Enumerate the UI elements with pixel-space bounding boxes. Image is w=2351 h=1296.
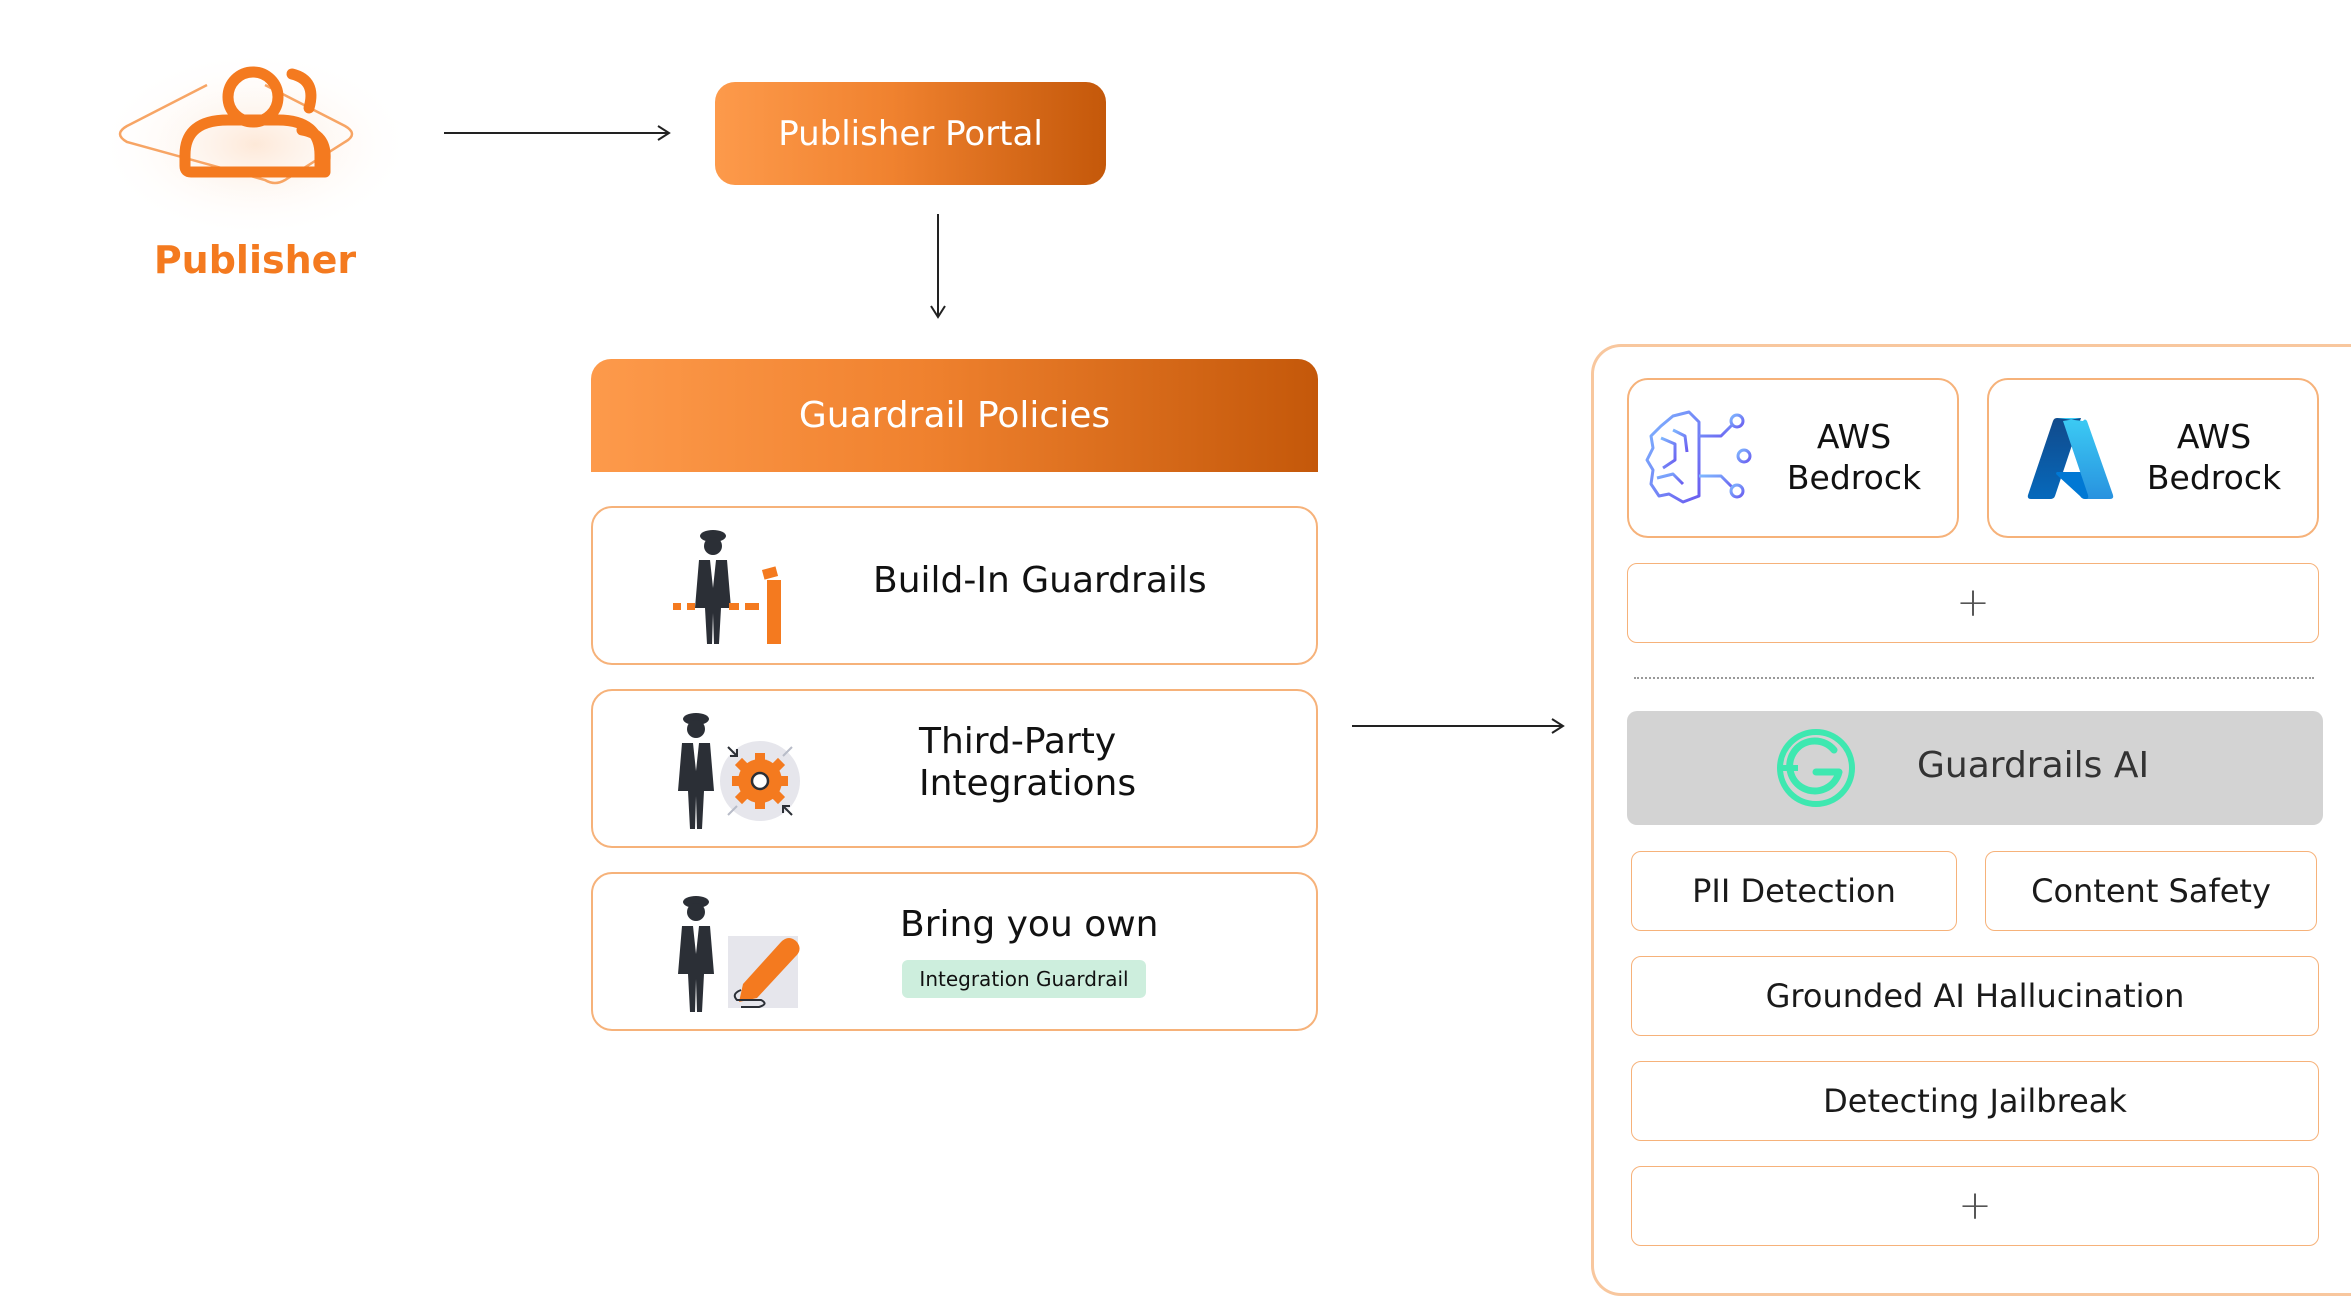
guardrails-ai-logo-icon [1777, 729, 1855, 807]
check-label: Detecting Jailbreak [1823, 1082, 2127, 1120]
security-guard-barrier-icon [673, 530, 781, 644]
provider-card-aws-bedrock[interactable]: AWS Bedrock [1627, 378, 1959, 538]
publisher-actor: Publisher [95, 30, 415, 290]
guardrails-ai-banner[interactable]: Guardrails AI [1627, 711, 2323, 825]
publisher-portal-label: Publisher Portal [778, 113, 1043, 154]
check-content-safety[interactable]: Content Safety [1985, 851, 2317, 931]
add-provider-label: + [1956, 580, 1990, 626]
provider-line2: Bedrock [2146, 458, 2282, 497]
check-pii-detection[interactable]: PII Detection [1631, 851, 1957, 931]
check-detecting-jailbreak[interactable]: Detecting Jailbreak [1631, 1061, 2319, 1141]
check-label: Grounded AI Hallucination [1765, 977, 2185, 1015]
policy-build-in-label: Build-In Guardrails [873, 560, 1207, 601]
add-check-label: + [1958, 1183, 1992, 1229]
check-label: PII Detection [1692, 872, 1896, 910]
users-icon [95, 40, 415, 230]
policy-bring-your-own[interactable]: Bring you own Integration Guardrail [591, 872, 1318, 1031]
provider-line2: Bedrock [1786, 458, 1922, 497]
section-divider [1634, 677, 2314, 679]
security-guard-edit-icon [678, 896, 800, 1012]
publisher-label: Publisher [153, 238, 357, 282]
provider-line1: AWS [1816, 417, 1892, 456]
integration-guardrail-tag: Integration Guardrail [902, 960, 1146, 998]
check-label: Content Safety [2031, 872, 2271, 910]
security-guard-gear-icon [678, 713, 800, 829]
policy-third-party-line1: Third-Party [919, 721, 1117, 762]
add-check-button[interactable]: + [1631, 1166, 2319, 1246]
policy-build-in-guardrails[interactable]: Build-In Guardrails [591, 506, 1318, 665]
add-provider-button[interactable]: + [1627, 563, 2319, 643]
guardrail-policies-title: Guardrail Policies [798, 395, 1111, 436]
guardrail-policies-header: Guardrail Policies [591, 359, 1318, 472]
provider-card-azure[interactable]: AWS Bedrock [1987, 378, 2319, 538]
provider-label: AWS Bedrock [1764, 416, 1944, 498]
policy-third-party-line2: Integrations [919, 763, 1137, 804]
provider-line1: AWS [2176, 417, 2252, 456]
policy-third-party-label: Third-Party Integrations [919, 721, 1136, 805]
azure-logo-icon [2027, 418, 2114, 499]
integrations-panel: AWS Bedrock AWS Bedrock + [1591, 344, 2351, 1296]
policy-third-party-integrations[interactable]: Third-Party Integrations [591, 689, 1318, 848]
brain-circuit-icon [1645, 410, 1752, 504]
provider-label: AWS Bedrock [2124, 416, 2304, 498]
check-grounded-ai-hallucination[interactable]: Grounded AI Hallucination [1631, 956, 2319, 1036]
publisher-portal-button[interactable]: Publisher Portal [715, 82, 1106, 185]
guardrails-ai-name: Guardrails AI [1917, 745, 2150, 786]
policy-bring-your-own-label: Bring you own [900, 904, 1159, 945]
